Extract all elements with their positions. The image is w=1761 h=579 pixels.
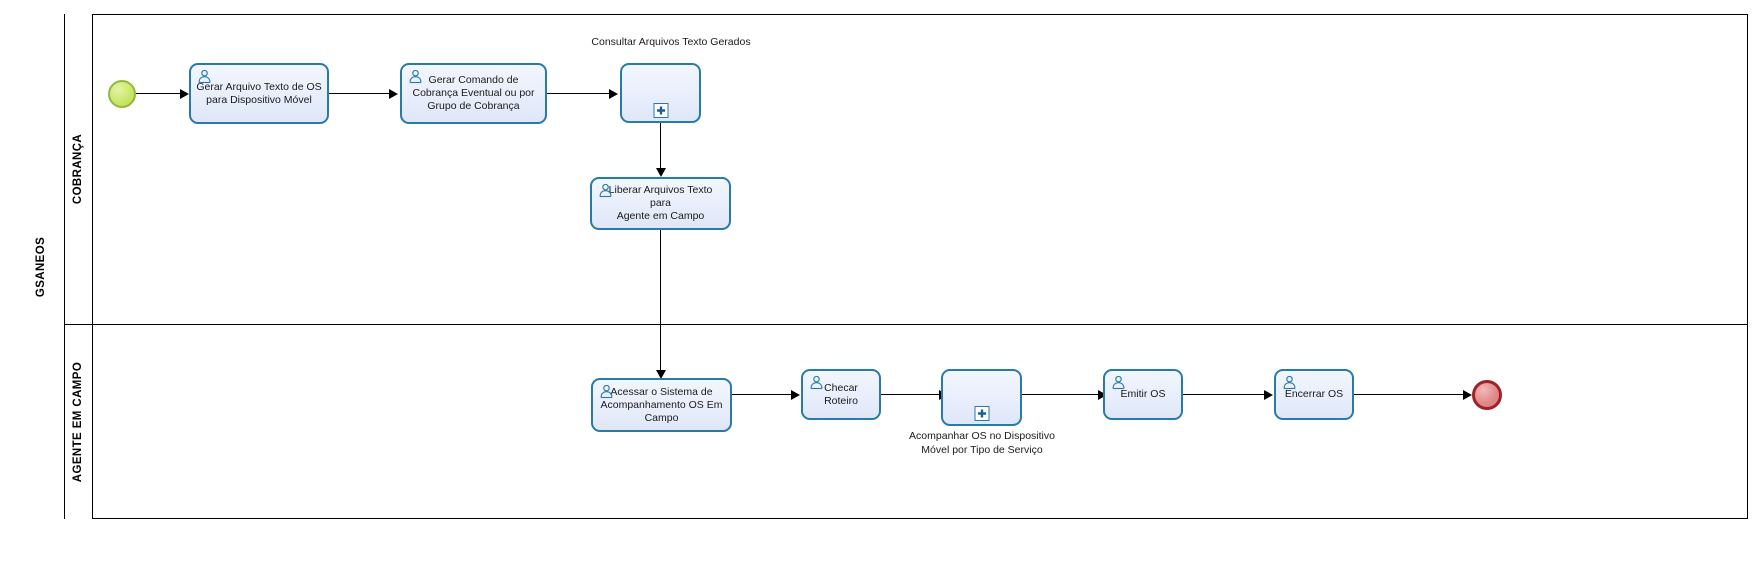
subprocess-consultar-arquivos[interactable]	[620, 63, 701, 123]
pool-name-label: GSANEOS	[35, 236, 47, 297]
lane-header-agente-em-campo: AGENTE EM CAMPO	[65, 324, 93, 519]
user-task-icon	[408, 69, 423, 84]
sequence-flow-arrowhead	[180, 89, 189, 99]
collapsed-subprocess-plus-icon	[974, 406, 989, 421]
sequence-flow-gerar-comando-to-consultar-arquivos	[547, 93, 611, 95]
sequence-flow-liberar-to-acessar	[660, 230, 662, 373]
sequence-flow-arrowhead	[609, 89, 618, 99]
lane-header-cobranca: COBRANÇA	[65, 14, 93, 324]
sequence-flow-arrowhead	[389, 89, 398, 99]
user-task-icon	[809, 375, 824, 390]
pool-header-gsaneos: GSANEOS	[18, 14, 65, 519]
task-label: Acessar o Sistema de Acompanhamento OS E…	[600, 385, 723, 424]
start-event[interactable]	[108, 80, 136, 108]
sequence-flow-arrowhead	[1098, 390, 1107, 400]
sequence-flow-checar-to-acompanhar	[881, 394, 942, 396]
subprocess-consultar-arquivos-label: Consultar Arquivos Texto Gerados	[591, 36, 751, 48]
sequence-flow-gerar-arquivo-to-gerar-comando	[329, 93, 391, 95]
sequence-flow-start-to-gerar-arquivo	[136, 93, 182, 95]
collapsed-subprocess-plus-icon	[653, 103, 668, 118]
task-label: Gerar Comando de Cobrança Eventual ou po…	[412, 74, 535, 112]
user-task-icon	[599, 384, 614, 399]
end-event[interactable]	[1472, 380, 1502, 410]
task-label: Checar Roteiro	[824, 381, 858, 407]
lane-divider	[65, 324, 1748, 325]
task-emitir-os[interactable]: Emitir OS	[1103, 369, 1183, 420]
sequence-flow-consultar-to-liberar	[660, 123, 662, 171]
user-task-icon	[1282, 375, 1297, 390]
sequence-flow-encerrar-to-end	[1354, 394, 1469, 396]
subprocess-acompanhar-os-label: Acompanhar OS no Dispositivo Móvel por T…	[909, 430, 1055, 456]
sequence-flow-arrowhead	[656, 370, 666, 379]
sequence-flow-acompanhar-to-emitir	[1022, 394, 1102, 396]
task-liberar-arquivos-texto[interactable]: Liberar Arquivos Texto para Agente em Ca…	[590, 177, 731, 230]
sequence-flow-acessar-to-checar	[732, 394, 793, 396]
sequence-flow-arrowhead	[1264, 390, 1273, 400]
subprocess-acompanhar-os[interactable]	[941, 369, 1022, 426]
task-gerar-arquivo-texto[interactable]: Gerar Arquivo Texto de OS para Dispositi…	[189, 63, 329, 124]
user-task-icon	[1111, 375, 1126, 390]
task-label: Emitir OS	[1120, 388, 1166, 400]
sequence-flow-emitir-to-encerrar	[1183, 394, 1267, 396]
sequence-flow-arrowhead	[791, 390, 800, 400]
task-acessar-sistema[interactable]: Acessar o Sistema de Acompanhamento OS E…	[591, 378, 732, 432]
task-label: Liberar Arquivos Texto para Agente em Ca…	[608, 184, 713, 222]
lane-label-agente-em-campo: AGENTE EM CAMPO	[72, 361, 85, 482]
task-encerrar-os[interactable]: Encerrar OS	[1274, 369, 1354, 420]
user-task-icon	[598, 183, 613, 198]
task-checar-roteiro[interactable]: Checar Roteiro	[801, 369, 881, 420]
task-label: Encerrar OS	[1284, 388, 1344, 400]
task-label: Gerar Arquivo Texto de OS para Dispositi…	[196, 80, 322, 106]
sequence-flow-arrowhead	[656, 168, 666, 177]
task-gerar-comando-cobranca[interactable]: Gerar Comando de Cobrança Eventual ou po…	[400, 63, 547, 124]
lane-label-cobranca: COBRANÇA	[72, 133, 85, 205]
sequence-flow-arrowhead	[1463, 390, 1472, 400]
user-task-icon	[197, 69, 212, 84]
